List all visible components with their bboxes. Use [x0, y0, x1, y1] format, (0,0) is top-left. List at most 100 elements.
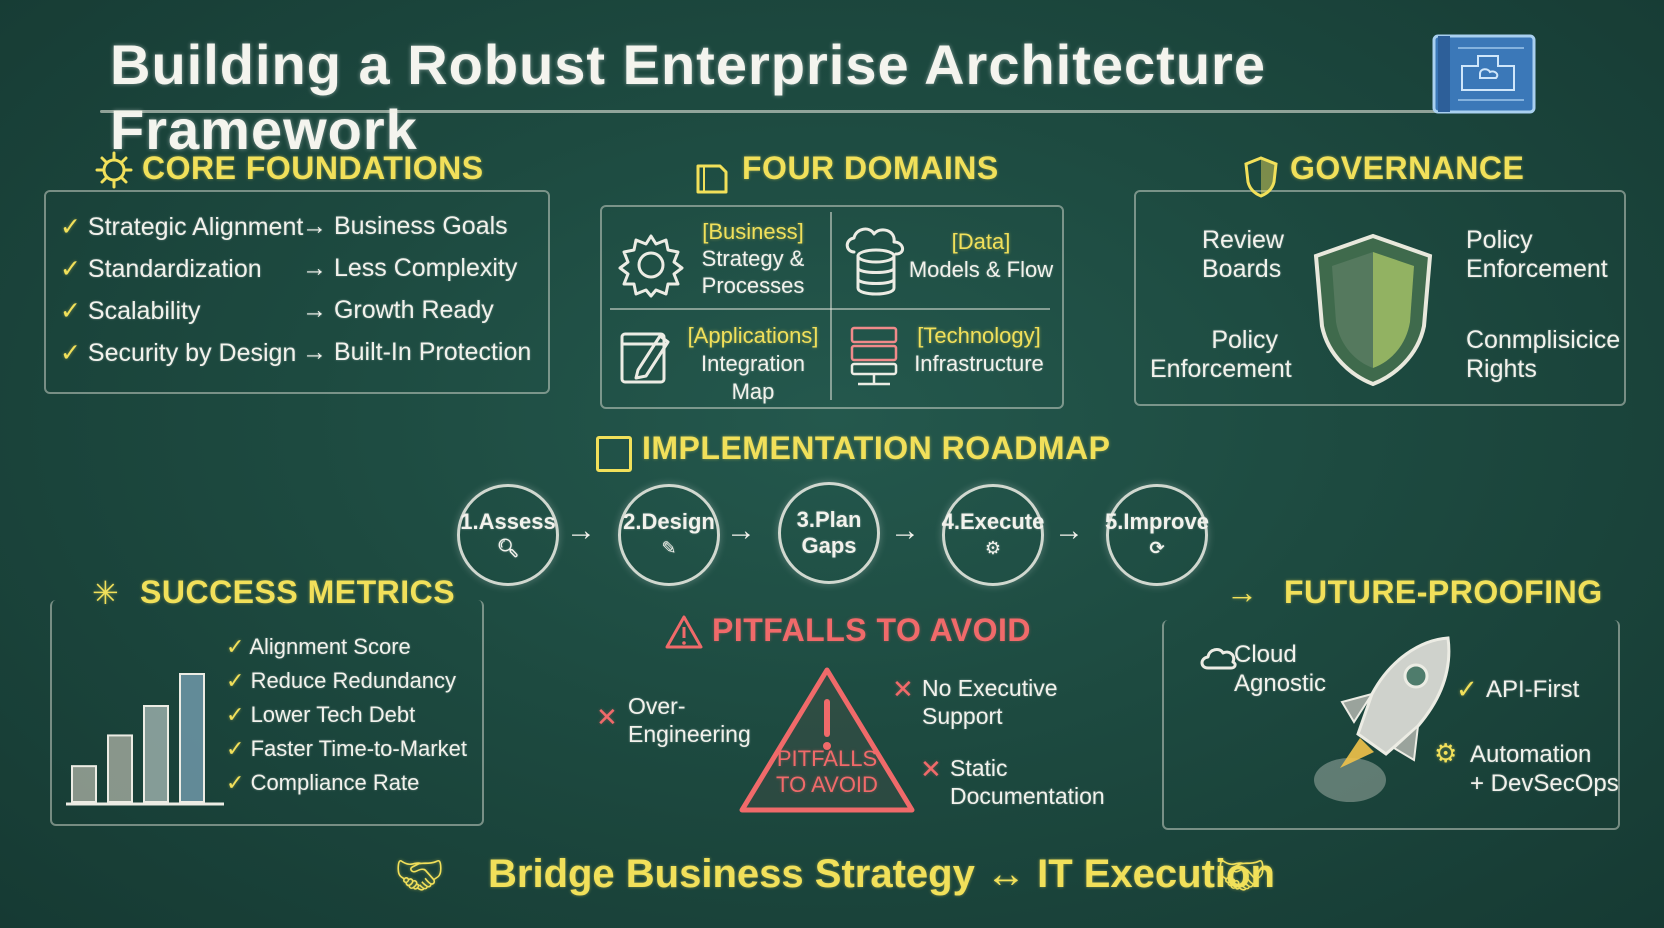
core-item-3-right: → Growth Ready: [302, 296, 494, 325]
domain-business-line1: Strategy &: [701, 246, 805, 271]
domain-data: [Data] Models & Flow: [906, 228, 1056, 284]
gov-tl-line2: Boards: [1202, 255, 1282, 283]
pitfall-c-line2: Documentation: [950, 783, 1105, 809]
pitfall-no-executive-support: No Executive Support: [922, 674, 1058, 730]
sparkle-icon: ✳: [92, 575, 119, 611]
domain-technology: [Technology] Infrastructure: [904, 322, 1054, 378]
metric-item: ✓ Alignment Score: [226, 630, 467, 664]
core-foundations-heading: CORE FOUNDATIONS: [142, 150, 484, 186]
future-auto-line1: Automation: [1470, 741, 1592, 768]
arrow-right-icon: →: [302, 338, 327, 366]
metric-bar: [179, 673, 205, 803]
pitfalls-heading: PITFALLS TO AVOID: [712, 612, 1032, 648]
core-item-left: Strategic Alignment: [87, 213, 304, 241]
cloud-database-icon: [845, 227, 904, 296]
roadmap-arrow: →: [726, 514, 756, 547]
domains-divider-h: [610, 308, 1050, 310]
domain-applications-line1: Integration Map: [701, 351, 805, 404]
gov-br-line1: Conmplisicice: [1466, 326, 1621, 354]
metric-item: ✓ Reduce Redundancy: [226, 664, 467, 698]
server-icon: [850, 326, 898, 386]
future-heading: FUTURE-PROOFING: [1284, 574, 1603, 610]
shield-icon: [1313, 233, 1433, 387]
footer-left: Bridge Business Strategy: [488, 852, 975, 896]
x-icon: ✕: [596, 702, 618, 732]
arrow-right-icon: →: [302, 254, 327, 282]
arrow-right-icon: →: [1226, 574, 1258, 610]
roadmap-box-icon: [596, 436, 632, 472]
shield-small-icon: [1244, 156, 1278, 198]
gov-bl-line1: Policy: [1211, 326, 1278, 354]
core-item-right: Growth Ready: [333, 296, 494, 324]
book-icon: [696, 164, 728, 194]
pitfall-over-engineering: Over- Engineering: [628, 692, 751, 748]
gov-policy-enforcement-top: Policy Enforcement: [1466, 226, 1608, 284]
core-item-1-right: → Business Goals: [302, 212, 508, 241]
domain-technology-label: [Technology]: [917, 323, 1041, 348]
x-icon: ✕: [892, 674, 914, 704]
double-arrow-icon: ↔: [985, 852, 1026, 896]
roadmap-step-assess: 1.Assess 🔍︎: [457, 484, 559, 586]
roadmap-heading: IMPLEMENTATION ROADMAP: [642, 430, 1111, 466]
pitfall-a-line2: Engineering: [628, 721, 751, 747]
step-label: 2.Design: [623, 509, 715, 534]
gov-compliance-rights: Conmplisicice Rights: [1466, 326, 1620, 384]
future-cloud-line2: Agnostic: [1234, 670, 1327, 697]
metric-label: Lower Tech Debt: [250, 702, 416, 727]
x-icon: ✕: [920, 754, 942, 784]
core-item-left: Standardization: [87, 255, 262, 283]
gear-icon: [618, 234, 684, 298]
handshake-icon: 🤝︎: [394, 854, 445, 898]
core-item-right: Business Goals: [333, 212, 508, 240]
core-item-1: ✓ Strategic Alignment: [60, 212, 303, 242]
metric-bar: [107, 734, 133, 803]
metric-label: Alignment Score: [249, 634, 411, 659]
check-icon: ✓: [226, 634, 245, 659]
check-icon: ✓: [226, 736, 245, 761]
pitfall-b-line1: No Executive: [922, 675, 1058, 701]
future-automation: Automation + DevSecOps: [1470, 740, 1619, 798]
metric-label: Compliance Rate: [250, 770, 420, 795]
roadmap-arrow: →: [890, 514, 920, 547]
roadmap-step-execute: 4.Execute ⚙: [942, 484, 1044, 586]
governance-heading: GOVERNANCE: [1290, 150, 1525, 186]
pitfall-c-line1: Static: [950, 755, 1008, 781]
footer-text: Bridge Business Strategy ↔ IT Execution: [488, 852, 1275, 897]
gov-review-boards: Review Boards: [1202, 226, 1284, 284]
domain-data-label: [Data]: [951, 229, 1011, 254]
core-item-left: Security by Design: [87, 339, 297, 367]
step-label: 1.Assess: [460, 509, 556, 534]
handshake-icon: 🤝︎: [1216, 854, 1267, 898]
pitfall-b-line2: Support: [922, 703, 1003, 729]
core-item-right: Less Complexity: [333, 254, 518, 282]
arrow-right-icon: →: [302, 296, 327, 324]
pitfalls-sign-text: PITFALLS TO AVOID: [752, 746, 902, 798]
pencil-icon: ✎: [661, 538, 677, 558]
rocket-icon: [1314, 636, 1451, 802]
warning-icon: [665, 615, 703, 649]
domain-business: [Business] Strategy & Processes: [688, 218, 818, 299]
domains-divider-v: [830, 212, 832, 400]
automation-icon: ⚙: [1434, 738, 1458, 768]
footer-right: IT Execution: [1037, 852, 1275, 896]
gear-icon: ⚙: [984, 538, 1002, 558]
check-icon: ✓: [226, 668, 245, 693]
domain-data-line1: Models & Flow: [908, 257, 1054, 282]
gov-bl-line2: Enforcement: [1150, 355, 1292, 383]
governance-panel: [1134, 190, 1626, 406]
check-icon: ✓: [60, 297, 81, 325]
domain-technology-line1: Infrastructure: [914, 351, 1044, 376]
refresh-icon: ⟳: [1149, 538, 1165, 558]
metrics-list: ✓ Alignment Score ✓ Reduce Redundancy ✓ …: [226, 630, 467, 800]
future-cloud-agnostic: Cloud Agnostic: [1234, 640, 1326, 698]
warning-sign-icon: [739, 667, 915, 813]
core-item-right: Built-In Protection: [333, 338, 532, 366]
core-item-4-right: → Built-In Protection: [302, 338, 531, 367]
core-item-2: ✓ Standardization: [60, 254, 262, 284]
metric-bar: [71, 765, 97, 804]
metrics-heading: SUCCESS METRICS: [140, 574, 456, 610]
core-item-left: Scalability: [87, 297, 201, 325]
future-api-first: API-First: [1486, 676, 1580, 703]
arrow-right-icon: →: [302, 212, 327, 240]
metric-item: ✓ Faster Time-to-Market: [226, 732, 467, 766]
